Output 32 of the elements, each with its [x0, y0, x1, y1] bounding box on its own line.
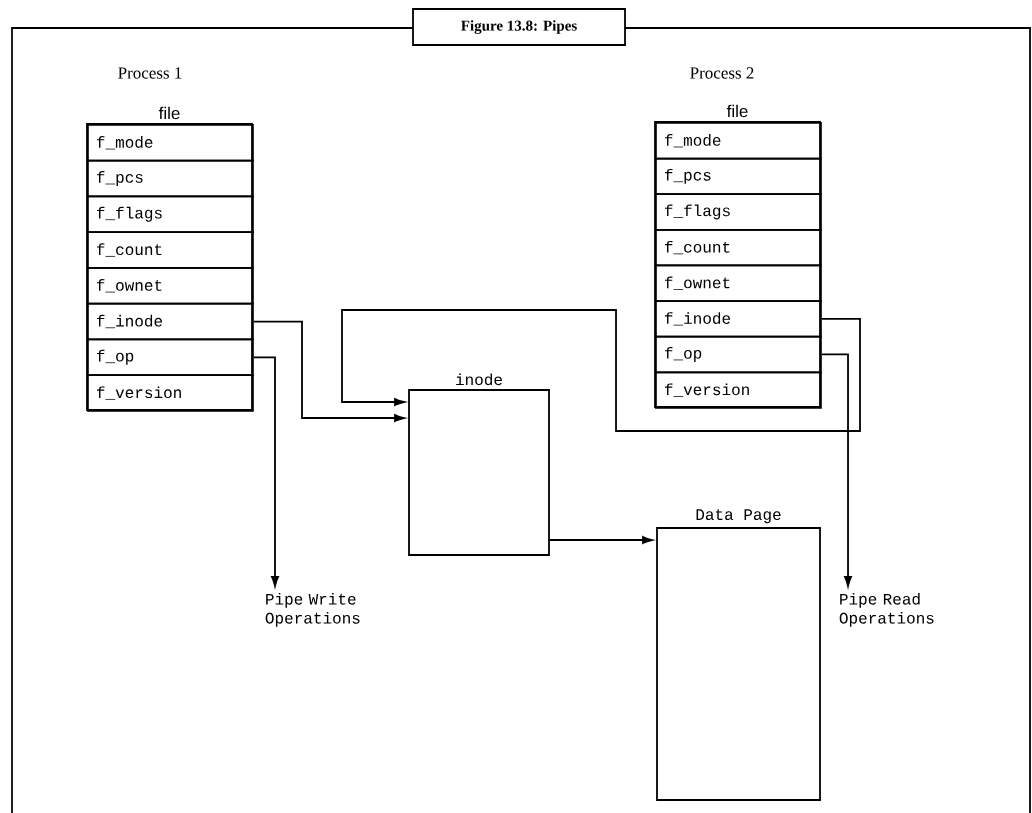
field-row: f_count — [87, 231, 254, 269]
arrow — [252, 356, 279, 587]
structure-box: inode — [408, 373, 550, 556]
field-row: f_pcs — [655, 157, 822, 196]
field-row: f_ownet — [655, 264, 822, 302]
field-row: f_version — [655, 371, 822, 409]
field-row: f_flags — [655, 193, 822, 231]
operation-label: Pipe Write Operations — [265, 592, 360, 627]
field-row: f_pcs — [87, 159, 254, 198]
arrow — [252, 320, 405, 422]
field-row: f_count — [655, 228, 822, 267]
field-row: f_inode — [87, 302, 254, 341]
process-label: Process 2 — [690, 67, 754, 79]
field-row: f_op — [87, 338, 254, 377]
field-row: f_ownet — [87, 267, 254, 305]
arrow — [341, 309, 861, 432]
field-row: f_mode — [655, 122, 822, 160]
node-label: file — [726, 104, 748, 118]
field-row: f_inode — [655, 300, 822, 338]
node-label: Data Page — [696, 509, 781, 524]
node-label: file — [158, 106, 180, 120]
field-row: f_op — [655, 335, 822, 374]
arrow — [549, 536, 653, 544]
operation-label: Pipe Read Operations — [839, 592, 934, 627]
process-label: Process 1 — [118, 67, 182, 79]
structure-box: Data Page — [656, 509, 821, 801]
field-row: f_flags — [87, 195, 254, 234]
field-row: f_mode — [87, 124, 254, 162]
arrow — [820, 353, 852, 587]
title-box: Figure 13.8: Pipes — [412, 8, 626, 46]
node-label: inode — [456, 373, 502, 386]
field-row: f_version — [87, 374, 254, 412]
